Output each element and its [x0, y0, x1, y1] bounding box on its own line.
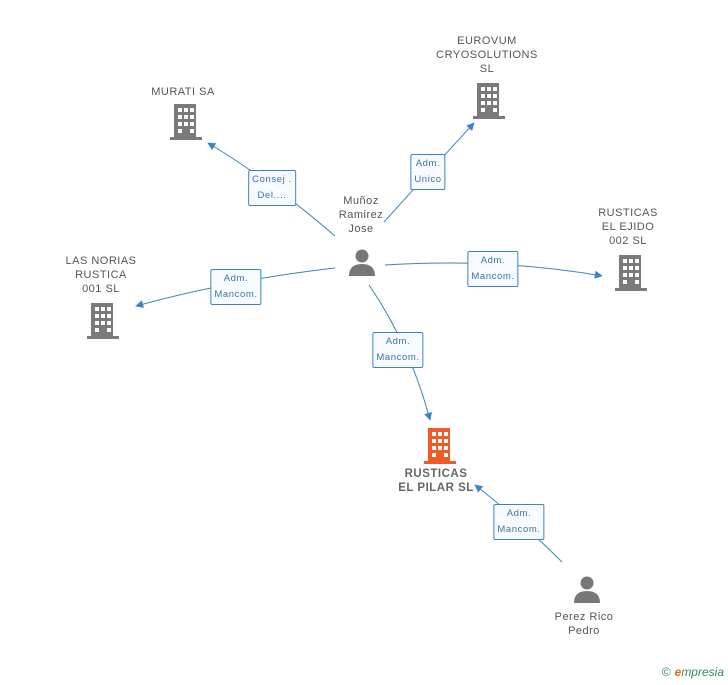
- role-box-to-eurovum[interactable]: Adm. Unico: [410, 154, 446, 190]
- role-box-to-murati[interactable]: Consej . Del....: [248, 170, 296, 206]
- name-line: MURATI SA: [151, 86, 215, 98]
- name-line: 001 SL: [82, 283, 120, 295]
- name-line: RUSTICAS: [598, 207, 658, 219]
- person-icon[interactable]: [347, 247, 377, 277]
- person-perez-label[interactable]: Perez Rico Pedro: [555, 610, 614, 638]
- name-line: LAS NORIAS: [65, 255, 137, 267]
- role-box-to-rusticas-ejido[interactable]: Adm. Mancom.: [467, 251, 519, 287]
- name-line: EL EJIDO: [601, 221, 655, 233]
- name-line: Perez Rico: [554, 611, 614, 623]
- role-line: Adm.: [223, 273, 249, 284]
- name-line: Muñoz: [343, 195, 379, 207]
- name-line: RUSTICAS: [404, 468, 468, 480]
- building-icon[interactable]: [87, 303, 119, 339]
- role-line: Adm.: [415, 158, 441, 169]
- company-eurovum-label[interactable]: EUROVUM CRYOSOLUTIONS SL: [436, 34, 538, 76]
- name-line: Ramirez: [338, 209, 384, 221]
- role-line: Unico: [414, 174, 442, 185]
- brand-initial: e: [674, 665, 682, 679]
- role-line: Adm.: [506, 508, 532, 519]
- brand-name: mpresia: [681, 665, 724, 679]
- name-line: Pedro: [568, 625, 600, 637]
- role-line: Adm.: [480, 255, 506, 266]
- role-line: Adm.: [385, 336, 411, 347]
- role-line: Consej .: [252, 174, 292, 185]
- name-line: EUROVUM: [457, 35, 517, 47]
- role-box-perez-to-rusticas-pilar[interactable]: Adm. Mancom.: [493, 504, 545, 540]
- role-line: Mancom.: [376, 352, 420, 363]
- name-line: Jose: [348, 223, 374, 235]
- name-line: RUSTICA: [75, 269, 127, 281]
- role-box-to-las-norias[interactable]: Adm. Mancom.: [210, 269, 262, 305]
- building-icon-main[interactable]: [424, 428, 456, 464]
- name-line: EL PILAR SL: [398, 482, 474, 494]
- building-icon[interactable]: [615, 255, 647, 291]
- company-rusticas-ejido-label[interactable]: RUSTICAS EL EJIDO 002 SL: [598, 206, 658, 248]
- role-line: Del....: [257, 190, 287, 201]
- person-main-label[interactable]: Muñoz Ramirez Jose: [339, 194, 383, 236]
- role-line: Mancom.: [471, 271, 515, 282]
- role-line: Mancom.: [214, 289, 258, 300]
- copyright-icon: ©: [661, 665, 671, 679]
- building-icon[interactable]: [170, 104, 202, 140]
- company-murati-label[interactable]: MURATI SA: [151, 85, 215, 99]
- name-line: SL: [479, 63, 495, 75]
- role-box-to-rusticas-pilar[interactable]: Adm. Mancom.: [372, 332, 424, 368]
- building-icon[interactable]: [473, 83, 505, 119]
- name-line: 002 SL: [609, 235, 647, 247]
- company-las-norias-label[interactable]: LAS NORIAS RUSTICA 001 SL: [65, 254, 136, 296]
- name-line: CRYOSOLUTIONS: [436, 49, 538, 61]
- company-rusticas-pilar-label[interactable]: RUSTICAS EL PILAR SL: [398, 467, 474, 495]
- brand-footer[interactable]: ©empresia: [662, 665, 724, 679]
- role-line: Mancom.: [497, 524, 541, 535]
- person-icon[interactable]: [572, 574, 602, 604]
